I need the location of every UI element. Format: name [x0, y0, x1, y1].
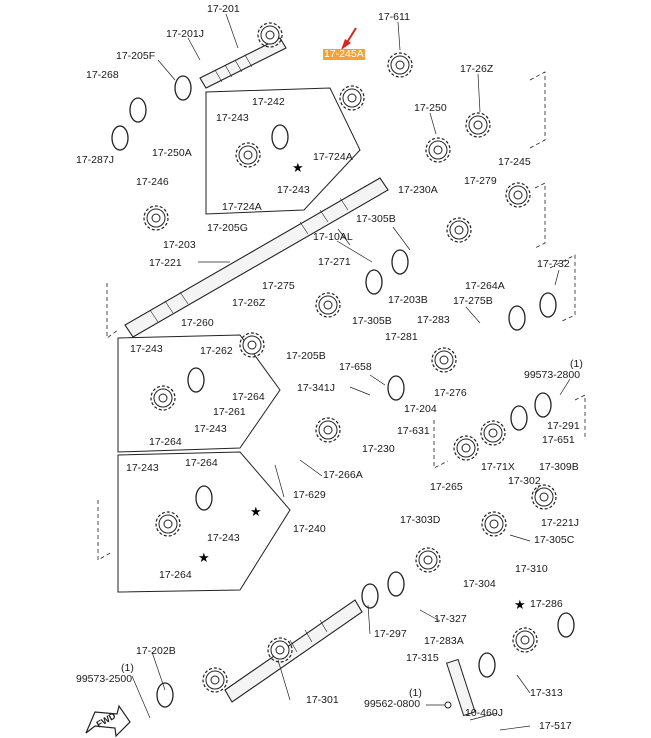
callout-17-10AL: 17-10AL [313, 231, 353, 243]
callout-17-279: 17-279 [464, 175, 497, 187]
callout-17-291: 17-291 [547, 420, 580, 432]
callout-17-264: 17-264 [185, 457, 218, 469]
callout-17-71X: 17-71X [481, 461, 515, 473]
callout-17-651: 17-651 [542, 434, 575, 446]
callout-17-230: 17-230 [362, 443, 395, 455]
callout-17-310: 17-310 [515, 563, 548, 575]
callout-17-243: 17-243 [277, 184, 310, 196]
callout-17-341J: 17-341J [297, 382, 335, 394]
callout-17-264A: 17-264A [465, 280, 505, 292]
callout-17-250A: 17-250A [152, 147, 192, 159]
highlight-arrow [341, 27, 357, 50]
callout-17-205G: 17-205G [207, 222, 248, 234]
callout-17-304: 17-304 [463, 578, 496, 590]
callout-17-261: 17-261 [213, 406, 246, 418]
callout-17-264: 17-264 [149, 436, 182, 448]
callout-17-265: 17-265 [430, 481, 463, 493]
callout-17-245A-highlighted[interactable]: 17-245A [323, 48, 365, 60]
callout-17-266A: 17-266A [323, 469, 363, 481]
callout-17-243: 17-243 [130, 343, 163, 355]
callout-17-276: 17-276 [434, 387, 467, 399]
callout-qty-1: (1) [121, 662, 134, 674]
callout-17-264: 17-264 [159, 569, 192, 581]
callout-17-203: 17-203 [163, 239, 196, 251]
callout-17-242: 17-242 [252, 96, 285, 108]
callout-17-201: 17-201 [207, 3, 240, 15]
callout-17-517: 17-517 [539, 720, 572, 732]
callout-17-283A: 17-283A [424, 635, 464, 647]
callout-17-240: 17-240 [293, 523, 326, 535]
callout-17-243: 17-243 [126, 462, 159, 474]
callout-17-221: 17-221 [149, 257, 182, 269]
callout-17-243: 17-243 [207, 532, 240, 544]
callout-17-230A: 17-230A [398, 184, 438, 196]
callout-99573-2800: 99573-2800 [524, 369, 581, 381]
callout-17-26Z: 17-26Z [232, 297, 266, 309]
callout-17-724A: 17-724A [222, 201, 262, 213]
callout-17-631: 17-631 [397, 425, 430, 437]
callout-17-204: 17-204 [404, 403, 437, 415]
callout-17-611: 17-611 [378, 11, 410, 23]
callout-17-309B: 17-309B [539, 461, 579, 473]
star-marker: ★ [292, 161, 304, 176]
callout-17-315: 17-315 [406, 652, 439, 664]
fwd-arrow-icon [85, 704, 131, 738]
callout-17-301: 17-301 [306, 694, 339, 706]
callout-10-460J: 10-460J [465, 707, 503, 719]
callout-17-203B: 17-203B [388, 294, 428, 306]
callout-17-287J: 17-287J [76, 154, 114, 166]
callout-17-201J: 17-201J [166, 28, 204, 40]
callout-17-268: 17-268 [86, 69, 119, 81]
star-marker: ★ [250, 505, 262, 520]
callout-99562-0800: 99562-0800 [364, 698, 421, 710]
callout-17-305B: 17-305B [356, 213, 396, 225]
callout-17-246: 17-246 [136, 176, 169, 188]
callout-17-658: 17-658 [339, 361, 372, 373]
callout-17-250: 17-250 [414, 102, 447, 114]
star-marker: ★ [198, 551, 210, 566]
callout-17-205F: 17-205F [116, 50, 156, 62]
callout-17-286: 17-286 [530, 598, 563, 610]
callout-17-275: 17-275 [262, 280, 295, 292]
callout-17-281: 17-281 [385, 331, 418, 343]
callout-qty-1: (1) [409, 687, 422, 699]
callout-17-260: 17-260 [181, 317, 214, 329]
callout-17-264: 17-264 [232, 391, 265, 403]
callout-17-283: 17-283 [417, 314, 450, 326]
callout-17-297: 17-297 [374, 628, 407, 640]
callout-17-327: 17-327 [434, 613, 467, 625]
callout-17-724A: 17-724A [313, 151, 353, 163]
callout-17-275B: 17-275B [453, 295, 493, 307]
callout-qty-1: (1) [570, 358, 583, 370]
callout-17-305B: 17-305B [352, 315, 392, 327]
callout-17-243: 17-243 [216, 112, 249, 124]
callout-17-26Z: 17-26Z [460, 63, 494, 75]
callout-17-202B: 17-202B [136, 645, 176, 657]
callout-17-732: 17-732 [537, 258, 570, 270]
callout-17-303D: 17-303D [400, 514, 441, 526]
callout-17-305C: 17-305C [534, 534, 575, 546]
star-marker: ★ [514, 598, 526, 613]
callout-17-262: 17-262 [200, 345, 233, 357]
callout-17-629: 17-629 [293, 489, 326, 501]
callout-17-302: 17-302 [508, 475, 541, 487]
callout-17-205B: 17-205B [286, 350, 326, 362]
callout-99573-2500: 99573-2500 [76, 673, 133, 685]
callout-17-245: 17-245 [498, 156, 531, 168]
callout-17-271: 17-271 [318, 256, 351, 268]
callout-17-313: 17-313 [530, 687, 563, 699]
callout-17-221J: 17-221J [541, 517, 579, 529]
callout-17-243: 17-243 [194, 423, 227, 435]
